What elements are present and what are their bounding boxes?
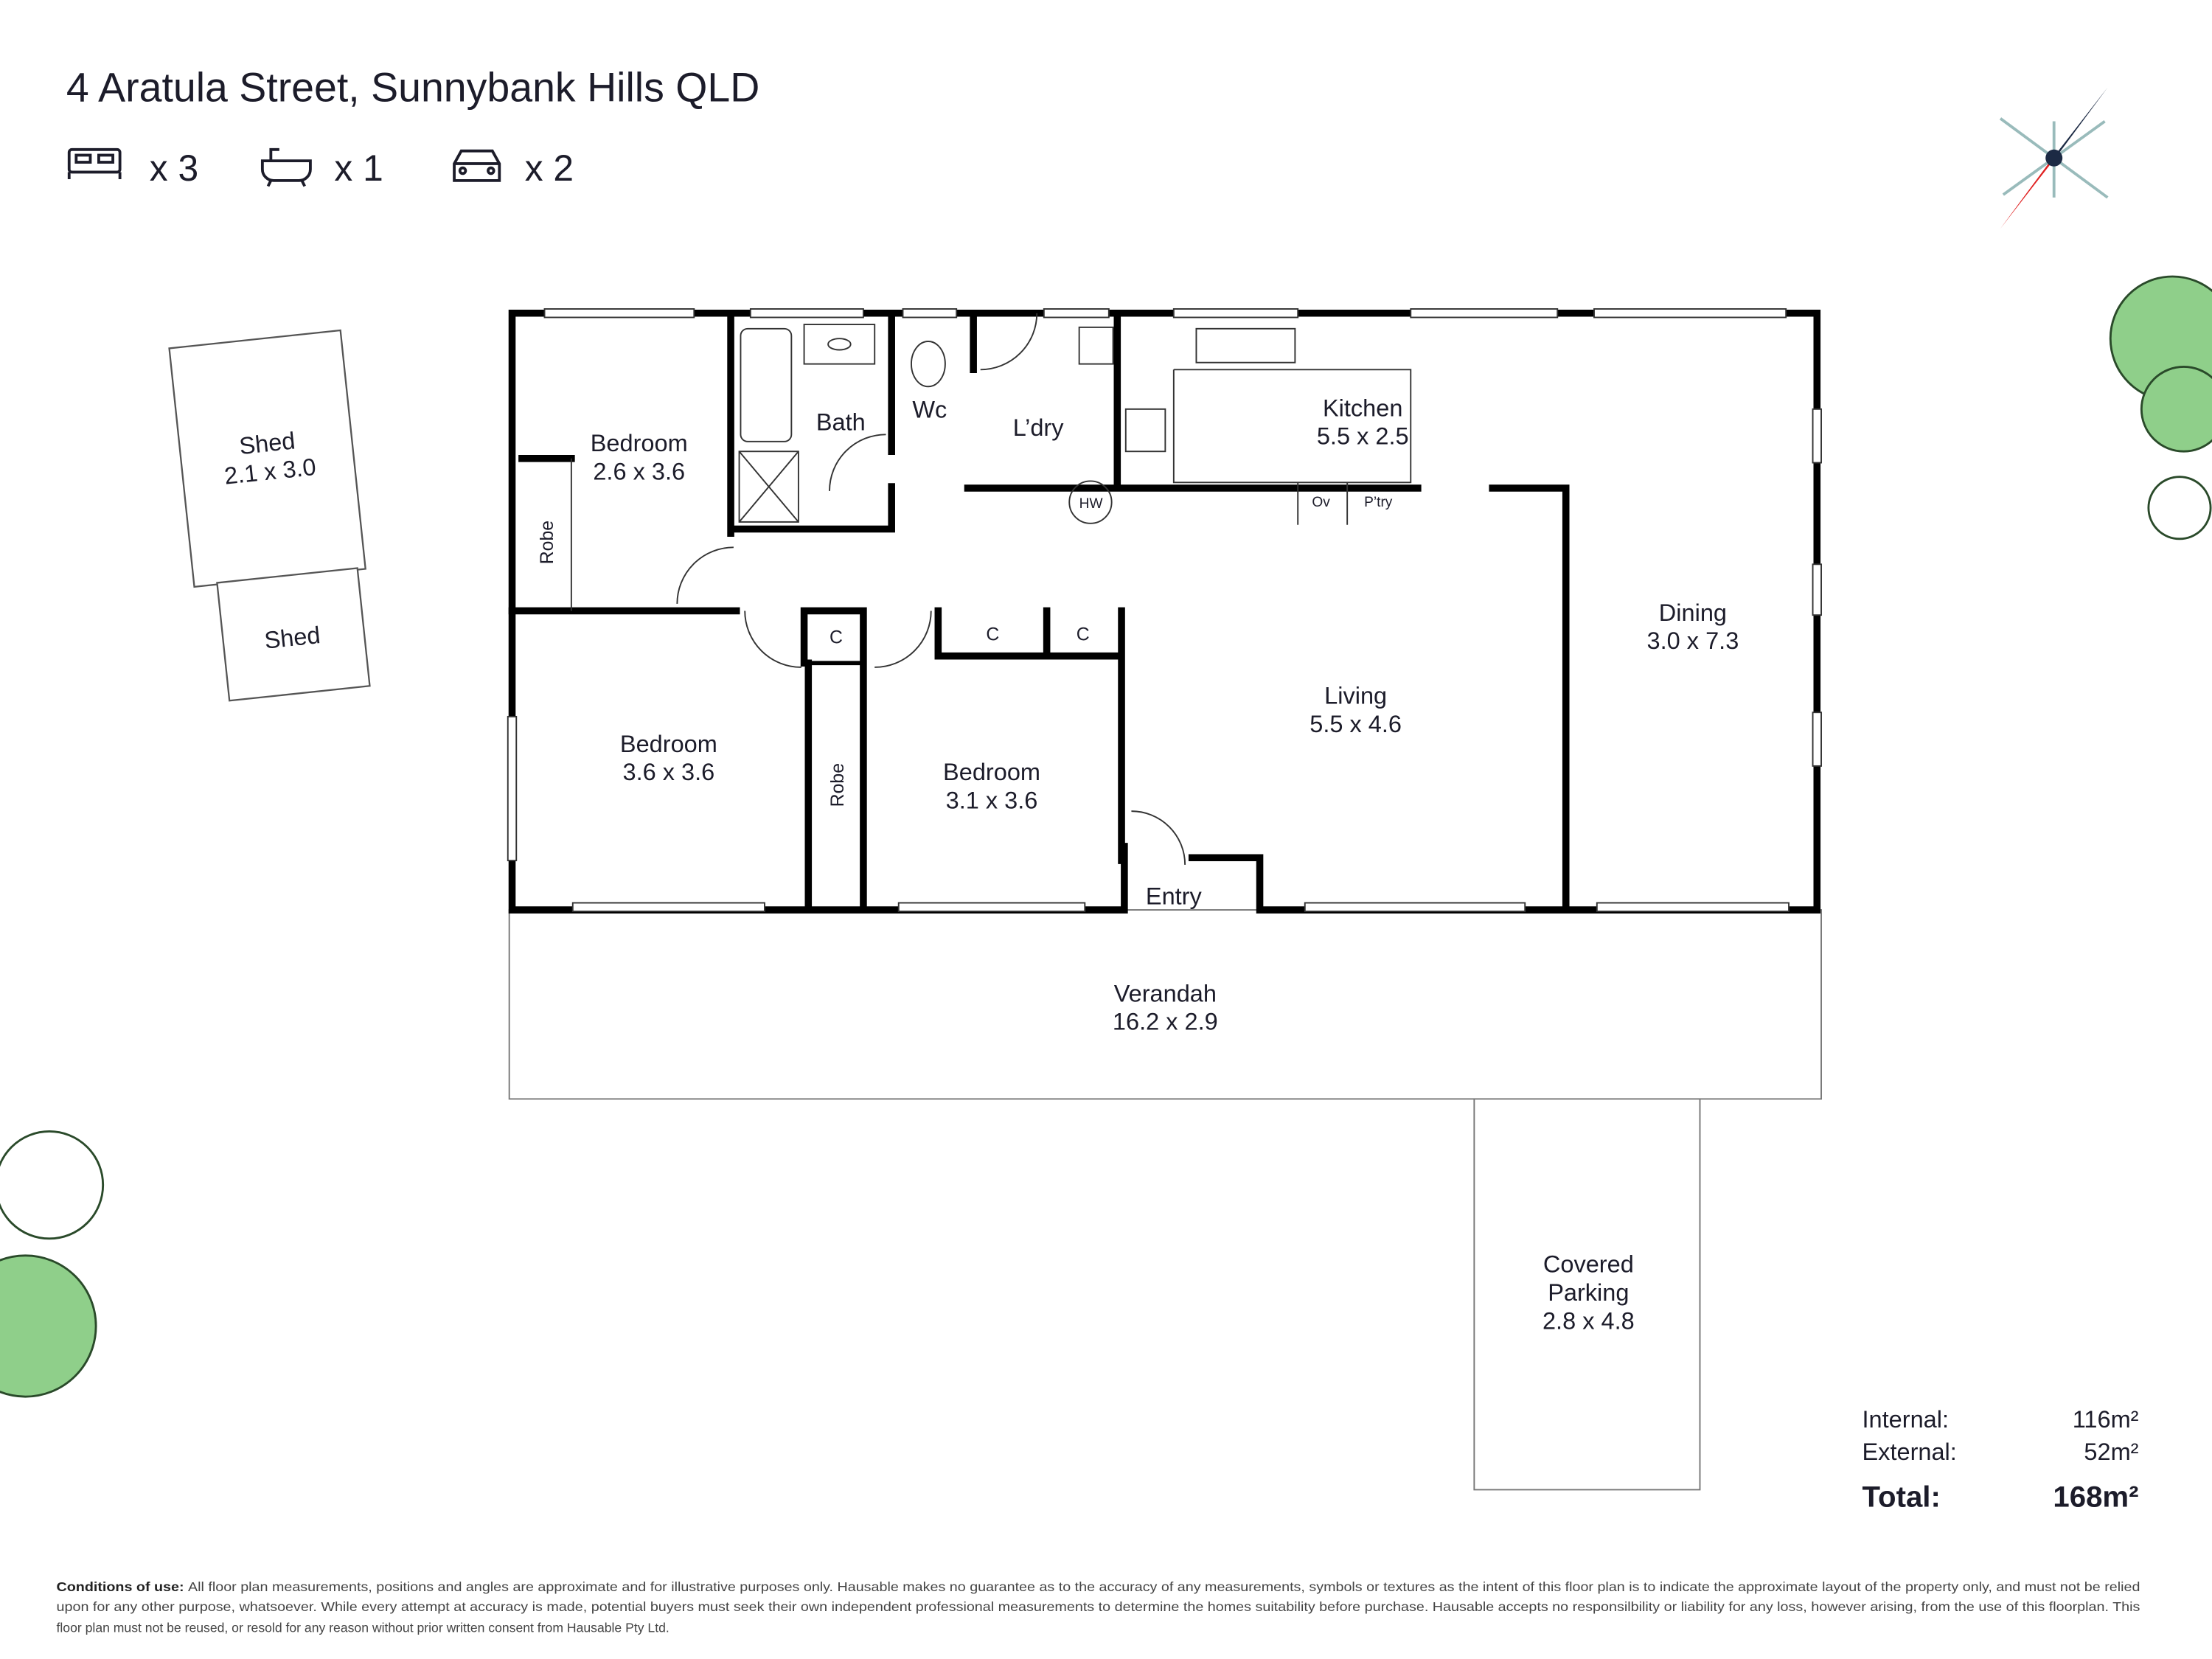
svg-text:52m²: 52m² xyxy=(2084,1439,2138,1465)
living-label: Living xyxy=(1324,683,1387,709)
svg-text:Wc: Wc xyxy=(912,396,947,422)
covered-parking xyxy=(1473,1098,1701,1491)
svg-text:116m²: 116m² xyxy=(2073,1406,2139,1433)
disclaimer: Conditions of use: All floor plan measur… xyxy=(57,1579,2140,1635)
car-icon xyxy=(453,149,501,182)
parking-label: Covered xyxy=(1543,1251,1634,1278)
svg-text:Shed: Shed xyxy=(238,427,296,459)
svg-text:168m²: 168m² xyxy=(2053,1480,2138,1513)
svg-text:C: C xyxy=(830,627,843,647)
verandah xyxy=(508,909,1822,1100)
bedroom-2-label: Bedroom xyxy=(620,731,717,757)
svg-text:floor plan must not be reused,: floor plan must not be reused, or resold… xyxy=(57,1621,669,1635)
svg-text:3.0 x 7.3: 3.0 x 7.3 xyxy=(1647,627,1739,654)
area-summary: Internal: 116m² External: 52m² Total: 16… xyxy=(1863,1406,2139,1513)
bathroom-count: x 1 xyxy=(334,147,383,189)
svg-text:upon for any other purpose, wh: upon for any other purpose, whatsoever. … xyxy=(57,1599,2140,1614)
svg-text:2.8 x 4.8: 2.8 x 4.8 xyxy=(1543,1307,1635,1334)
svg-text:C: C xyxy=(1077,625,1090,645)
tree-icon xyxy=(2109,275,2212,540)
room-labels: Bedroom 2.6 x 3.6 Robe Bath Wc L’dry HW … xyxy=(537,394,1739,1334)
svg-text:5.5 x 2.5: 5.5 x 2.5 xyxy=(1317,423,1409,450)
svg-text:2.6 x 3.6: 2.6 x 3.6 xyxy=(593,459,685,485)
svg-text:Robe: Robe xyxy=(827,763,848,807)
fixtures xyxy=(676,313,1296,865)
svg-text:3.6 x 3.6: 3.6 x 3.6 xyxy=(623,759,715,785)
address-title: 4 Aratula Street, Sunnybank Hills QLD xyxy=(66,65,759,111)
shed-small: Shed xyxy=(216,567,371,702)
bath-icon xyxy=(260,147,312,187)
windows xyxy=(507,308,1822,912)
svg-text:Shed: Shed xyxy=(263,622,321,654)
kitchen-label: Kitchen xyxy=(1323,394,1402,421)
bedroom-1-label: Bedroom xyxy=(591,430,688,456)
dining-label: Dining xyxy=(1659,599,1727,626)
svg-text:C: C xyxy=(986,625,999,645)
walls xyxy=(508,309,1821,914)
shed: Shed 2.1 x 3.0 xyxy=(168,329,366,588)
entry-label: Entry xyxy=(1146,883,1203,909)
svg-text:Parking: Parking xyxy=(1548,1279,1629,1306)
svg-text:Internal:: Internal: xyxy=(1863,1406,1950,1433)
verandah-label: Verandah xyxy=(1114,980,1217,1006)
svg-text:HW: HW xyxy=(1079,496,1103,512)
svg-text:Ov: Ov xyxy=(1312,495,1330,510)
svg-text:Conditions of use: All floor p: Conditions of use: All floor plan measur… xyxy=(57,1579,2140,1594)
tree-icon xyxy=(0,1130,105,1398)
parking-count: x 2 xyxy=(525,147,574,189)
bedroom-3-label: Bedroom xyxy=(943,759,1040,785)
svg-text:External:: External: xyxy=(1863,1439,1957,1465)
compass-icon xyxy=(1999,87,2109,229)
svg-text:Total:: Total: xyxy=(1863,1480,1941,1513)
svg-text:16.2 x 2.9: 16.2 x 2.9 xyxy=(1113,1009,1218,1035)
svg-text:5.5 x 4.6: 5.5 x 4.6 xyxy=(1310,711,1402,737)
svg-text:P’try: P’try xyxy=(1364,495,1393,510)
bedroom-count: x 3 xyxy=(150,147,198,189)
bed-icon xyxy=(67,147,122,179)
svg-text:Bath: Bath xyxy=(816,409,866,436)
svg-text:3.1 x 3.6: 3.1 x 3.6 xyxy=(946,787,1038,813)
svg-text:L’dry: L’dry xyxy=(1013,414,1064,441)
svg-text:Robe: Robe xyxy=(537,521,557,564)
